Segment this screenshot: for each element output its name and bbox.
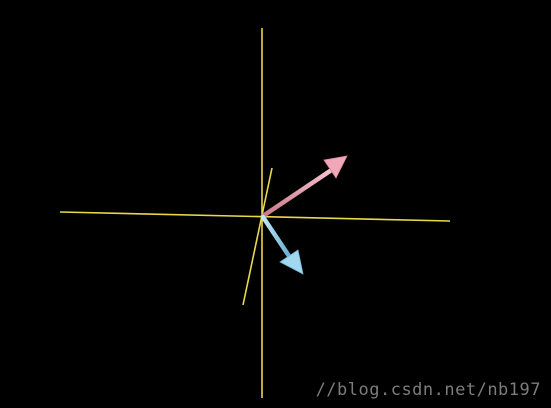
- pink-vector: [260, 155, 348, 219]
- pink-vector-arrowhead: [323, 155, 348, 179]
- watermark-text: //blog.csdn.net/nb197: [315, 380, 541, 400]
- blue-vector: [260, 214, 304, 275]
- blue-vector-arrowhead: [279, 249, 304, 275]
- x-axis: [59, 211, 451, 222]
- z-axis: [242, 167, 273, 306]
